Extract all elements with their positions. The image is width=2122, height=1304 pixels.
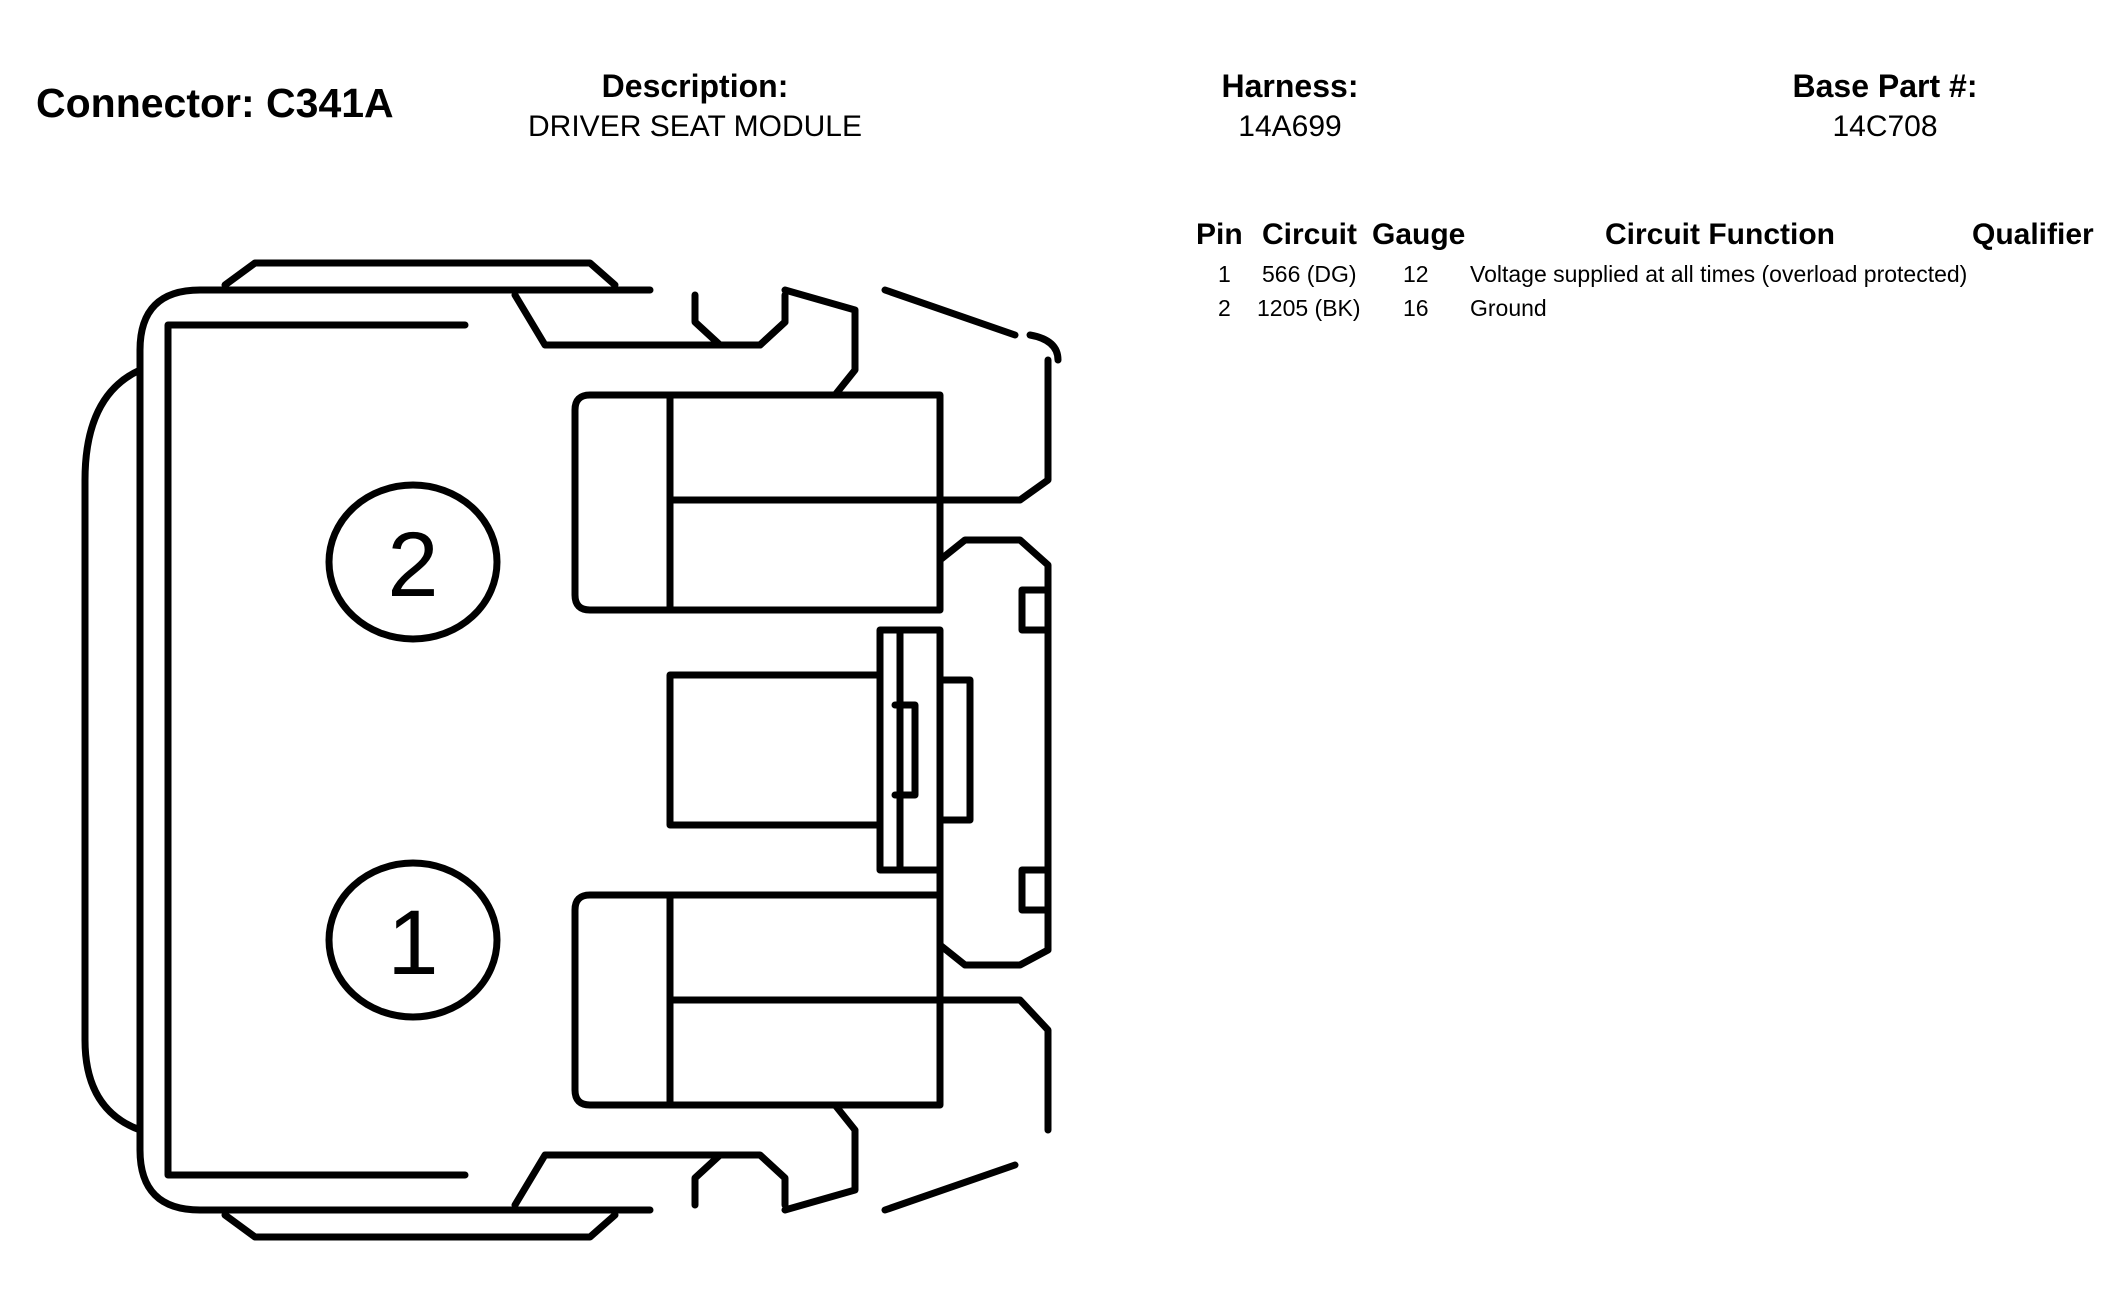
pin-2-circle bbox=[325, 481, 501, 643]
pin-1-circle bbox=[325, 859, 501, 1021]
connector-right-tab-bottom-edge bbox=[881, 1161, 1019, 1214]
connector-bottom-notch bbox=[511, 1151, 789, 1209]
row-2-gauge: 16 bbox=[1403, 295, 1429, 321]
pin-1-label: 1 bbox=[387, 892, 438, 994]
connector-right-tab-top-edge-2 bbox=[1026, 331, 1062, 364]
col-header-qualifier: Qualifier bbox=[1972, 218, 2094, 251]
description-label: Description: bbox=[601, 68, 789, 104]
connector-title: Connector: C341A bbox=[36, 80, 394, 126]
row-2-circuit: 1205 (BK) bbox=[1257, 295, 1361, 321]
connector-body-outline bbox=[136, 286, 654, 1214]
connector-top-notch bbox=[511, 291, 789, 349]
row-1-function: Voltage supplied at all times (overload … bbox=[1470, 261, 1968, 287]
harness-label: Harness: bbox=[1221, 68, 1359, 104]
row-2-function: Ground bbox=[1470, 295, 1547, 321]
connector-right-mid-notch-top bbox=[1018, 586, 1052, 634]
connector-top-notch-inner bbox=[691, 291, 789, 349]
terminal-block-middle bbox=[666, 671, 884, 829]
connector-right-outer-bottom bbox=[936, 996, 1052, 1134]
terminal-latch-detail bbox=[891, 701, 919, 799]
terminal-cavity-upper-divider bbox=[666, 391, 944, 614]
row-1-gauge: 12 bbox=[1403, 261, 1429, 287]
col-header-circuit: Circuit bbox=[1262, 218, 1358, 251]
connector-bottom-rail bbox=[221, 1211, 619, 1241]
connector-right-tab-top-edge bbox=[881, 286, 1019, 339]
terminal-cavity-upper bbox=[571, 391, 944, 614]
pin-2-label: 2 bbox=[387, 514, 438, 616]
harness-value: 14A699 bbox=[1238, 110, 1342, 143]
description-value: DRIVER SEAT MODULE bbox=[528, 110, 862, 143]
connector-right-mid-bracket bbox=[936, 536, 1052, 969]
connector-bottom-notch-inner bbox=[691, 1151, 724, 1209]
col-header-pin: Pin bbox=[1196, 218, 1243, 251]
connector-right-mid-notch-bottom bbox=[1018, 866, 1052, 914]
terminal-latch-frame-inner bbox=[896, 626, 974, 874]
row-1-pin: 1 bbox=[1218, 261, 1231, 287]
row-2-pin: 2 bbox=[1218, 295, 1231, 321]
terminal-cavity-lower bbox=[571, 891, 944, 1109]
base-part-label: Base Part #: bbox=[1792, 68, 1978, 104]
terminal-latch-frame bbox=[876, 626, 944, 874]
connector-latch bbox=[81, 366, 144, 1134]
connector-right-outer-top bbox=[936, 356, 1052, 504]
terminal-cavity-lower-divider bbox=[666, 891, 944, 1109]
connector-top-rail bbox=[221, 259, 619, 289]
col-header-gauge: Gauge bbox=[1372, 218, 1466, 251]
connector-inner-bracket bbox=[164, 321, 469, 1179]
col-header-circuit-function: Circuit Function bbox=[1605, 218, 1835, 251]
row-1-circuit: 566 (DG) bbox=[1262, 261, 1357, 287]
base-part-value: 14C708 bbox=[1832, 110, 1938, 143]
